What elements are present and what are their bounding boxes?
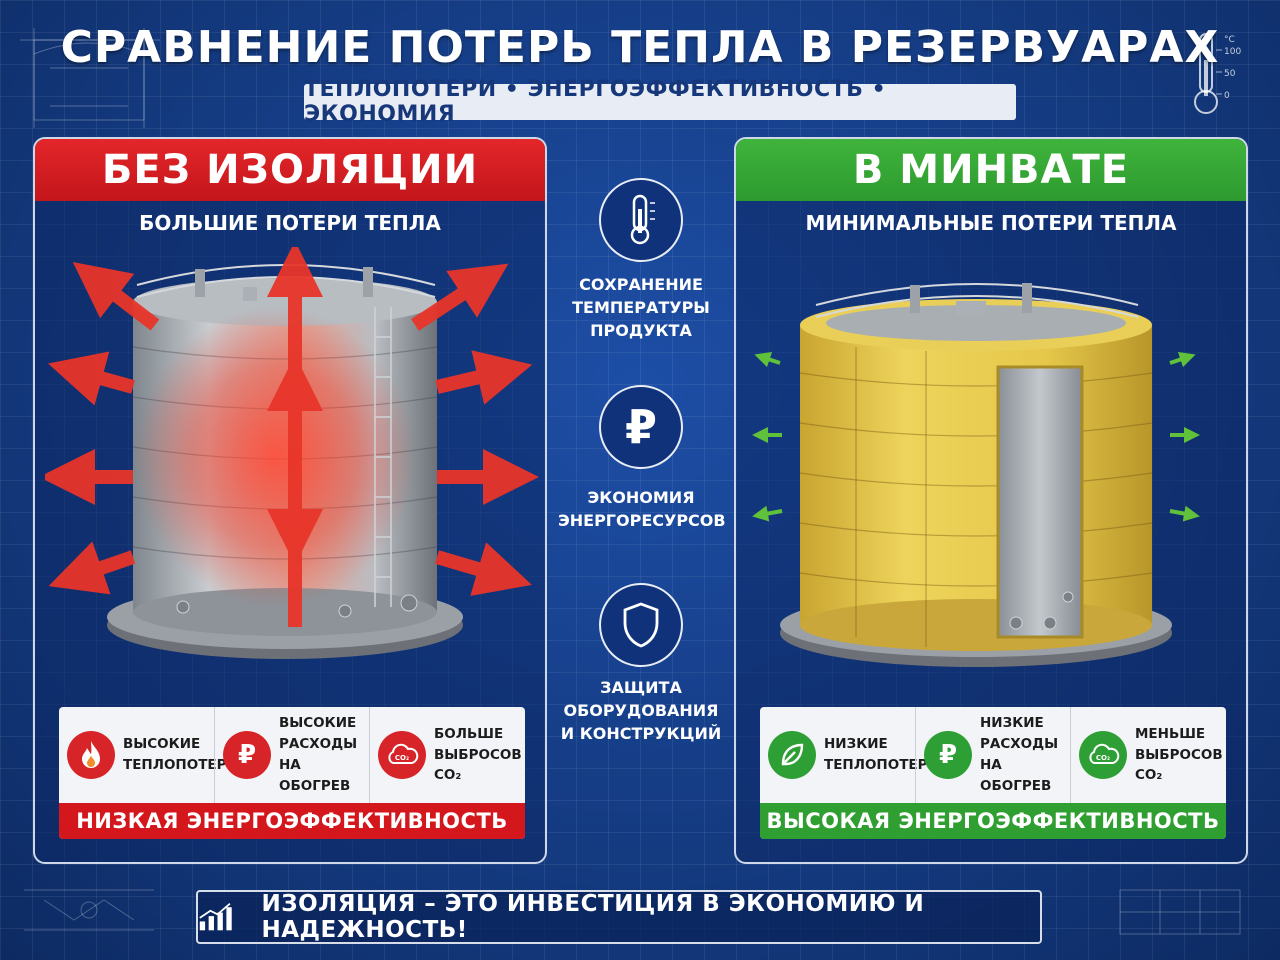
center-line: ЭКОНОМИЯ (587, 488, 695, 507)
center-label-savings: ЭКОНОМИЯ ЭНЕРГОРЕСУРСОВ (558, 486, 726, 532)
blueprint-sketch-decoration (24, 889, 154, 931)
center-line: ТЕМПЕРАТУРЫ (572, 298, 710, 318)
card-line: ВЫСОКИЕ (279, 715, 357, 732)
footer-low-efficiency: НИЗКАЯ ЭНЕРГОЭФФЕКТИВНОСТЬ (59, 803, 525, 839)
center-line: И КОНСТРУКЦИЙ (560, 724, 722, 744)
panel-subtitle-no-insulation: БОЛЬШИЕ ПОТЕРИ ТЕПЛА (139, 211, 441, 235)
center-line: ЗАЩИТА (600, 678, 682, 697)
card-line: МЕНЬШЕ (1135, 725, 1206, 742)
card-line: РАСХОДЫ НА (980, 736, 1059, 773)
card-more-emissions: CO₂ БОЛЬШЕ ВЫБРОСОВ CO₂ (369, 707, 524, 803)
card-line: ОБОГРЕВ (279, 777, 351, 794)
card-high-heat-loss: ВЫСОКИЕ ТЕПЛОПОТЕРИ (59, 707, 238, 803)
center-line: СОХРАНЕНИЕ (579, 275, 703, 294)
insulated-tank-illustration (752, 283, 1200, 667)
panel-mineral-wool: В МИНВАТЕ МИНИМАЛЬНЫЕ ПОТЕРИ ТЕПЛА (734, 137, 1248, 864)
center-label-temperature: СОХРАНЕНИЕ ТЕМПЕРАТУРЫ ПРОДУКТА (558, 273, 724, 343)
card-low-heating-costs: ₽ НИЗКИЕ РАСХОДЫ НА ОБОГРЕВ (915, 707, 1070, 803)
blueprint-sketch-decoration (20, 28, 160, 128)
page-subtitle: ТЕПЛОПОТЕРИ • ЭНЕРГОЭФФЕКТИВНОСТЬ • ЭКОН… (304, 77, 1016, 127)
card-line: ОБОГРЕВ (980, 777, 1052, 794)
center-line: ОБОРУДОВАНИЯ (563, 701, 719, 721)
svg-text:CO₂: CO₂ (395, 754, 409, 762)
card-line: ТЕПЛОПОТЕРИ (123, 757, 238, 773)
leaf-icon (768, 731, 816, 779)
thermo-unit: °C (1224, 35, 1235, 45)
co2-cloud-icon: CO₂ (378, 731, 426, 779)
ruble-icon: ₽ (223, 731, 271, 779)
panel-subtitle-mineral-wool: МИНИМАЛЬНЫЕ ПОТЕРИ ТЕПЛА (805, 211, 1177, 235)
thermo-0: 0 (1224, 91, 1230, 101)
card-line: ВЫБРОСОВ (434, 746, 522, 763)
card-line: ВЫСОКИЕ (123, 736, 201, 753)
center-line: ПРОДУКТА (590, 321, 692, 341)
flame-icon (67, 731, 115, 779)
panel-title-no-insulation: БЕЗ ИЗОЛЯЦИИ (35, 139, 545, 201)
card-less-emissions: CO₂ МЕНЬШЕ ВЫБРОСОВ CO₂ (1070, 707, 1225, 803)
ruble-icon: ₽ (924, 731, 972, 779)
co2-cloud-icon: CO₂ (1079, 731, 1127, 779)
center-line: ЭНЕРГОРЕСУРСОВ (558, 511, 726, 531)
center-label-protection: ЗАЩИТА ОБОРУДОВАНИЯ И КОНСТРУКЦИЙ (558, 676, 724, 746)
bottom-slogan: ИЗОЛЯЦИЯ – ЭТО ИНВЕСТИЦИЯ В ЭКОНОМИЮ И Н… (261, 891, 925, 943)
card-line: БОЛЬШЕ (434, 725, 504, 742)
thermometer-scale-icon: °C 100 50 0 (1194, 33, 1241, 114)
thermo-50: 50 (1224, 69, 1236, 79)
card-line: ТЕПЛОПОТЕРИ (824, 757, 939, 773)
card-line: РАСХОДЫ НА (279, 736, 358, 773)
footer-high-efficiency: ВЫСОКАЯ ЭНЕРГОЭФФЕКТИВНОСТЬ (760, 803, 1226, 839)
card-line: CO₂ (1135, 767, 1163, 784)
card-low-heat-loss: НИЗКИЕ ТЕПЛОПОТЕРИ (760, 707, 939, 803)
growth-chart-icon (199, 903, 232, 931)
panel-no-insulation: БЕЗ ИЗОЛЯЦИИ БОЛЬШИЕ ПОТЕРИ ТЕПЛА (33, 137, 547, 864)
panel-title-mineral-wool: В МИНВАТЕ (736, 139, 1246, 201)
card-line: НИЗКИЕ (980, 715, 1044, 732)
bottom-banner: ИЗОЛЯЦИЯ – ЭТО ИНВЕСТИЦИЯ В ЭКОНОМИЮ И Н… (196, 890, 1042, 944)
uninsulated-tank-illustration (45, 247, 539, 659)
ruble-icon: ₽ (599, 385, 683, 469)
card-line: CO₂ (434, 767, 462, 784)
card-high-heating-costs: ₽ ВЫСОКИЕ РАСХОДЫ НА ОБОГРЕВ (214, 707, 369, 803)
shield-icon (599, 583, 683, 667)
svg-text:CO₂: CO₂ (1096, 754, 1110, 762)
card-line: НИЗКИЕ (824, 736, 888, 753)
left-cards-row: ВЫСОКИЕ ТЕПЛОПОТЕРИ ₽ ВЫСОКИЕ РАСХОДЫ НА… (59, 707, 525, 839)
right-cards-row: НИЗКИЕ ТЕПЛОПОТЕРИ ₽ НИЗКИЕ РАСХОДЫ НА О… (760, 707, 1226, 839)
card-line: ВЫБРОСОВ (1135, 746, 1223, 763)
page-title: СРАВНЕНИЕ ПОТЕРЬ ТЕПЛА В РЕЗЕРВУАРАХ (60, 22, 1220, 73)
blueprint-sketch-decoration (1119, 889, 1241, 935)
thermometer-icon (599, 178, 683, 262)
thermo-100: 100 (1224, 47, 1241, 57)
